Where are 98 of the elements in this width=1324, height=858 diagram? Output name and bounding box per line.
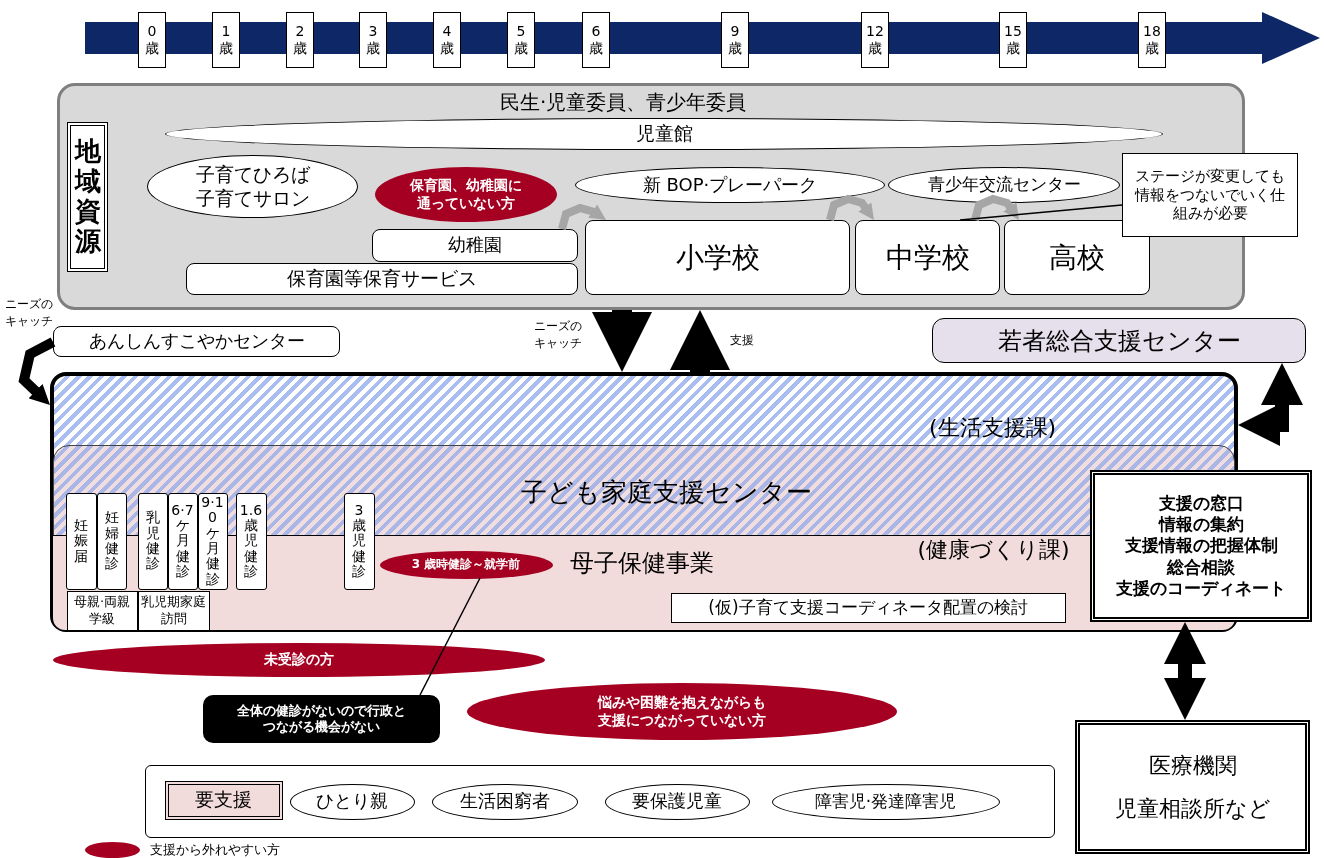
note-box [203, 695, 440, 743]
process-box [96, 492, 127, 590]
ellipse-label [888, 167, 1120, 203]
node-label: 保育園等保育サービス [287, 267, 477, 291]
vertical-label: 妊娠届 [74, 517, 88, 565]
arrow [1164, 622, 1206, 720]
node-label: 総合相談 [1167, 556, 1235, 578]
age-label: 1歳 [218, 22, 234, 58]
process-box [164, 780, 283, 820]
node-label: 要支援 [195, 788, 252, 812]
node-label: 保育園、幼稚園に通っていない方 [409, 177, 523, 212]
node-label: 情報の集約 [1158, 514, 1244, 536]
process-box [137, 492, 168, 590]
process-box [343, 492, 375, 590]
age-label: 9歳 [727, 22, 743, 58]
edge-label: 支援 [730, 332, 754, 349]
process-box [186, 263, 578, 295]
node-label: 全体の健診がないので行政とつながる機会がない [236, 702, 407, 736]
process-box [65, 492, 97, 590]
node-label: 小学校 [675, 240, 760, 275]
age-label: 5歳 [513, 22, 529, 58]
node-label: 民生·児童委員、青少年委員 [500, 90, 747, 115]
arrow [1238, 363, 1303, 446]
vertical-label: 地域資源 [74, 137, 101, 257]
node-label: (健康づくり課) [917, 535, 1070, 563]
node-label: 青少年交流センター [927, 174, 1081, 196]
node-label: 若者総合支援センター [997, 325, 1241, 356]
vertical-label: 9·10 [200, 494, 225, 526]
node-label: 高校 [1049, 240, 1105, 275]
node-label: 3 歳時健診～就学前 [411, 557, 521, 572]
title-box [67, 122, 108, 272]
node-label: ひとり親 [316, 790, 388, 813]
vertical-label: 3 [354, 502, 364, 518]
node-label: 乳児期家庭訪問 [140, 594, 207, 627]
arrow [670, 310, 730, 372]
arrow [826, 194, 874, 222]
node-label: 中学校 [885, 240, 970, 275]
process-box [855, 220, 1000, 295]
process-box [585, 220, 850, 295]
age-label: 2歳 [292, 22, 308, 58]
legend-label: 支援から外れやすい方 [150, 841, 280, 858]
node-label: ステージが変更しても情報をつないでいく仕組みが必要 [1133, 166, 1286, 224]
vertical-label: 乳児健診 [145, 510, 160, 572]
age-label: 3歳 [365, 22, 381, 58]
node-label: 支援のコーディネート [1116, 577, 1286, 600]
process-box [372, 229, 578, 262]
node-label: (仮)子育て支援コーディネータ配置の検討 [708, 596, 1028, 619]
node-label: 支援の窓口 [1158, 492, 1244, 515]
process-box [235, 492, 267, 590]
vertical-label: 歳児健診 [352, 517, 366, 580]
process-box [197, 492, 228, 590]
node-label: 悩みや困難を抱えながらも支援につながっていない方 [596, 694, 767, 729]
node-label: 子育てひろば [195, 162, 310, 187]
node-label: 要保護児童 [632, 790, 722, 813]
vertical-label: 歳児健診 [244, 517, 258, 580]
node-label: 障害児·発達障害児 [814, 790, 957, 813]
node-label: 子育てサロン [195, 186, 310, 211]
vertical-label: ケ月健診 [205, 525, 220, 588]
process-box [167, 492, 198, 590]
vertical-label: 6·7 [171, 502, 194, 518]
process-box [1090, 470, 1312, 622]
age-label: 0歳 [144, 22, 160, 58]
leader-line [419, 577, 481, 696]
node-label: 新 BOP·プレーパーク [642, 173, 818, 197]
box [145, 765, 1055, 838]
callout-box [1122, 153, 1298, 237]
arrow [18, 337, 56, 405]
age-label: 15歳 [1003, 22, 1023, 58]
process-box [932, 318, 1306, 363]
age-label: 18歳 [1142, 22, 1162, 58]
age-label: 12歳 [865, 22, 885, 58]
node-label: 幼稚園 [448, 234, 502, 257]
node-label: 子ども家庭支援センター [521, 476, 812, 509]
age-label: 4歳 [439, 22, 455, 58]
node-label: 支援情報の把握体制 [1124, 535, 1278, 557]
process-box [670, 592, 1066, 623]
node-label: 児童館 [635, 122, 693, 146]
node-label: 母子保健事業 [569, 547, 714, 578]
node-label: (生活支援課) [929, 414, 1057, 442]
vertical-label: 1.6 [239, 502, 263, 518]
node-label: 児童相談所など [1114, 795, 1271, 823]
node-label: 医療機関 [1148, 751, 1237, 779]
arrow [971, 194, 1019, 222]
process-box [66, 590, 138, 631]
edge-label: ニーズのキャッチ [5, 296, 55, 330]
vertical-label: ケ月健診 [175, 517, 190, 580]
edge-label: ニーズのキャッチ [534, 318, 584, 352]
node-label: 母親·両親学級 [72, 594, 132, 627]
process-box [53, 326, 340, 357]
node-label: あんしんすこやかセンター [88, 330, 305, 353]
node-label: 生活困窮者 [459, 790, 550, 813]
node-label: 未受診の方 [264, 651, 334, 669]
vertical-label: 妊婦健診 [104, 510, 119, 572]
process-box [1075, 720, 1310, 854]
process-box [1004, 220, 1150, 295]
arrow [558, 203, 606, 231]
age-label: 6歳 [588, 22, 604, 58]
arrow [592, 310, 652, 372]
